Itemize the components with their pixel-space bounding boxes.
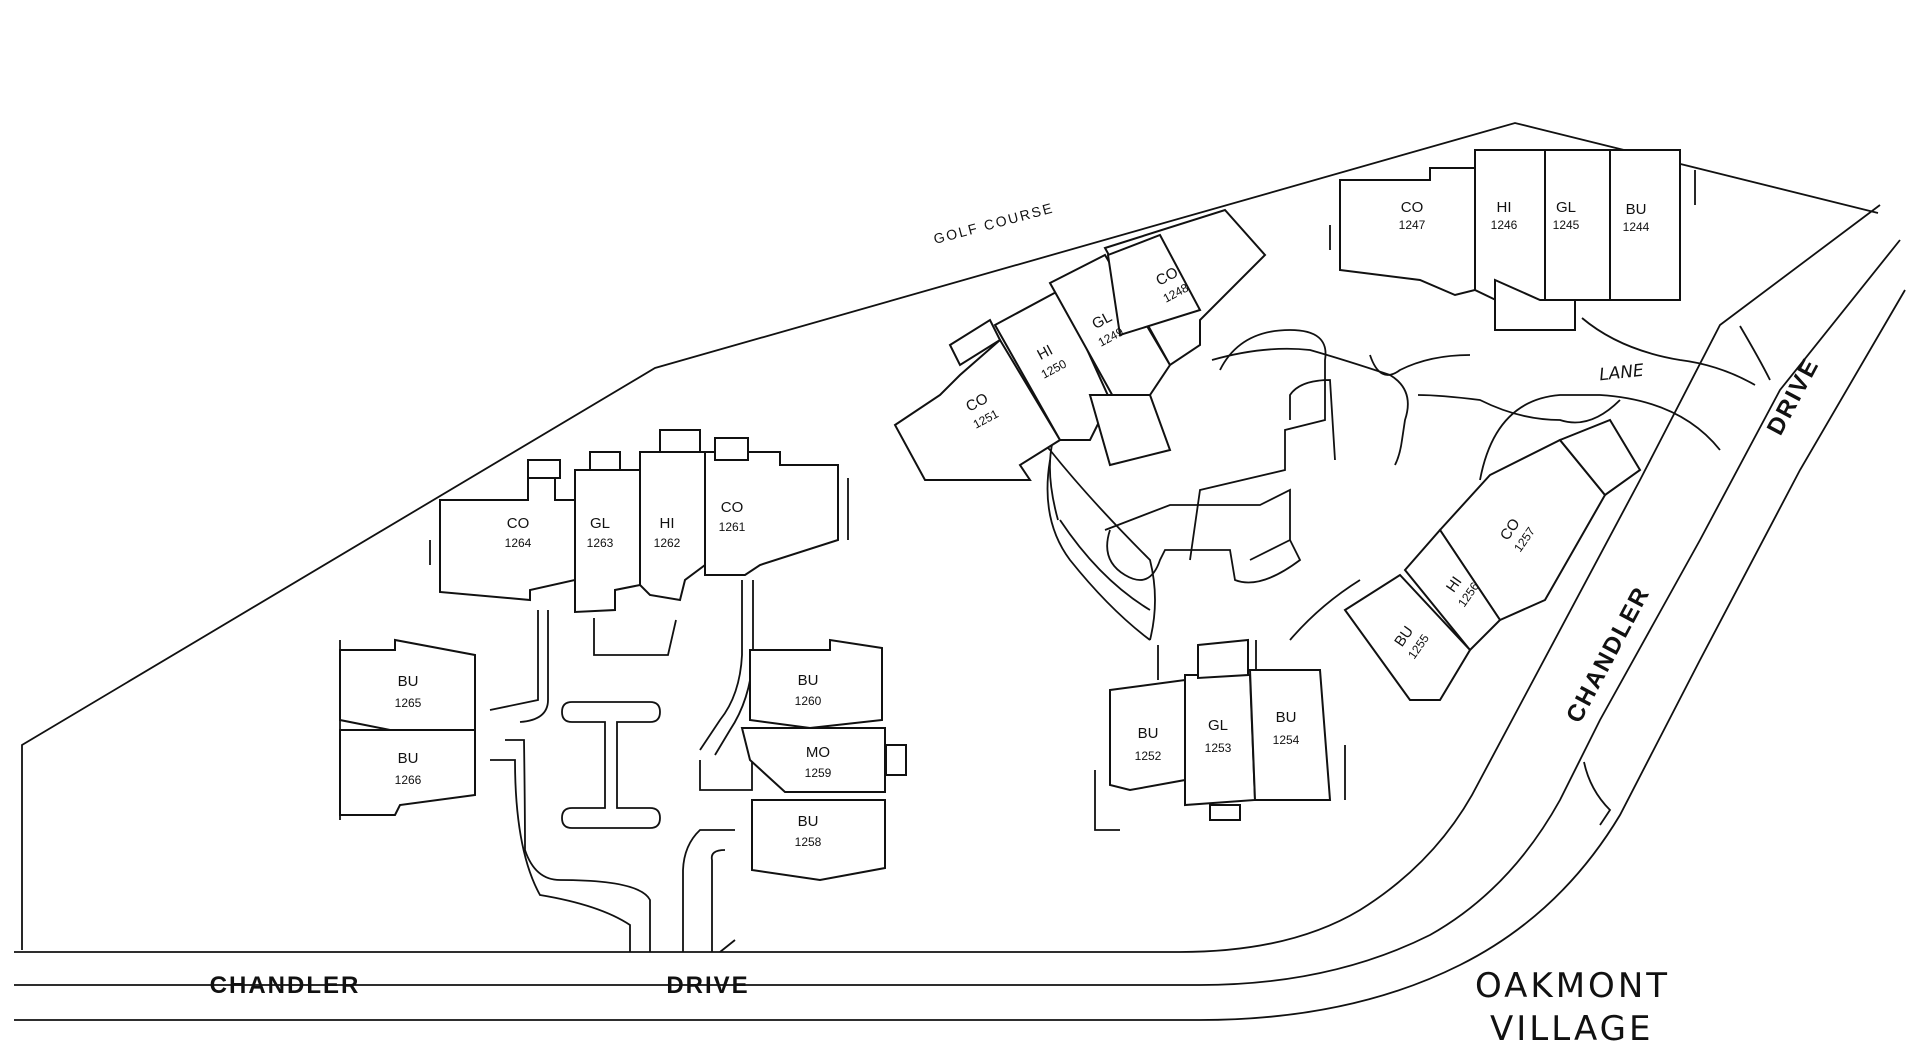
svg-text:1246: 1246 (1491, 218, 1518, 232)
svg-text:1259: 1259 (805, 766, 832, 780)
svg-text:1261: 1261 (719, 520, 746, 534)
svg-text:BU: BU (398, 750, 419, 767)
svg-text:HI: HI (660, 515, 675, 532)
street-drive-diagonal: DRIVE (1762, 353, 1825, 439)
unit-1252: BU 1252 (1135, 725, 1162, 763)
unit-1264: CO 1264 (505, 515, 532, 550)
unit-1244: BU 1244 (1623, 201, 1650, 234)
svg-text:1263: 1263 (587, 536, 614, 550)
unit-1263: GL 1263 (587, 515, 614, 550)
unit-1258: BU 1258 (795, 813, 822, 849)
unit-1247: CO 1247 (1399, 199, 1426, 232)
svg-text:CO: CO (1401, 199, 1424, 216)
unit-1254: BU 1254 (1273, 709, 1300, 747)
unit-1260: BU 1260 (795, 672, 822, 708)
unit-1245: GL 1245 (1553, 199, 1580, 232)
svg-text:1265: 1265 (395, 696, 422, 710)
unit-1261: CO 1261 (719, 499, 746, 534)
svg-text:HI: HI (1497, 199, 1512, 216)
lane-label: LANE (1598, 361, 1645, 386)
unit-1259: MO 1259 (805, 744, 832, 780)
svg-text:1252: 1252 (1135, 749, 1162, 763)
unit-1253: GL 1253 (1205, 717, 1232, 755)
svg-text:1245: 1245 (1553, 218, 1580, 232)
svg-text:HI: HI (1034, 342, 1055, 364)
svg-text:BU: BU (1626, 201, 1647, 218)
svg-text:BU: BU (398, 673, 419, 690)
svg-text:BU: BU (1276, 709, 1297, 726)
golf-course-label: GOLF COURSE (932, 199, 1056, 247)
svg-text:1247: 1247 (1399, 218, 1426, 232)
svg-text:1254: 1254 (1273, 733, 1300, 747)
svg-text:BU: BU (1138, 725, 1159, 742)
svg-text:1260: 1260 (795, 694, 822, 708)
building-cluster-1258-1260 (740, 638, 907, 882)
building-cluster-1265-1266 (339, 638, 476, 820)
svg-text:1253: 1253 (1205, 741, 1232, 755)
svg-text:MO: MO (806, 744, 830, 761)
unit-1262: HI 1262 (654, 515, 681, 550)
unit-1266: BU 1266 (395, 750, 422, 787)
svg-text:1266: 1266 (395, 773, 422, 787)
svg-text:GL: GL (1208, 717, 1228, 734)
svg-text:1258: 1258 (795, 835, 822, 849)
svg-text:GL: GL (590, 515, 610, 532)
svg-text:CO: CO (507, 515, 530, 532)
street-chandler-bottom: CHANDLER (210, 972, 361, 999)
map-title: OAKMONT VILLAGE (1475, 966, 1670, 1049)
svg-text:1244: 1244 (1623, 220, 1650, 234)
building-cluster-1261-1264 (429, 429, 849, 614)
svg-text:BU: BU (798, 672, 819, 689)
svg-text:CO: CO (721, 499, 744, 516)
unit-1265: BU 1265 (395, 673, 422, 710)
building-cluster-1244-1247 (1329, 149, 1696, 331)
svg-text:BU: BU (798, 813, 819, 830)
title-line-1: OAKMONT (1475, 966, 1670, 1006)
building-cluster-1255-1257 (1343, 418, 1642, 701)
svg-text:1264: 1264 (505, 536, 532, 550)
building-cluster-1252-1254 (1094, 638, 1346, 831)
svg-text:1262: 1262 (654, 536, 681, 550)
internal-roads (489, 317, 1771, 953)
title-line-2: VILLAGE (1490, 1009, 1653, 1049)
chandler-drive-road (14, 204, 1906, 1021)
svg-text:GL: GL (1556, 199, 1576, 216)
building-cluster-1248-1251 (893, 208, 1267, 481)
unit-1246: HI 1246 (1491, 199, 1518, 232)
street-drive-bottom: DRIVE (666, 972, 749, 999)
